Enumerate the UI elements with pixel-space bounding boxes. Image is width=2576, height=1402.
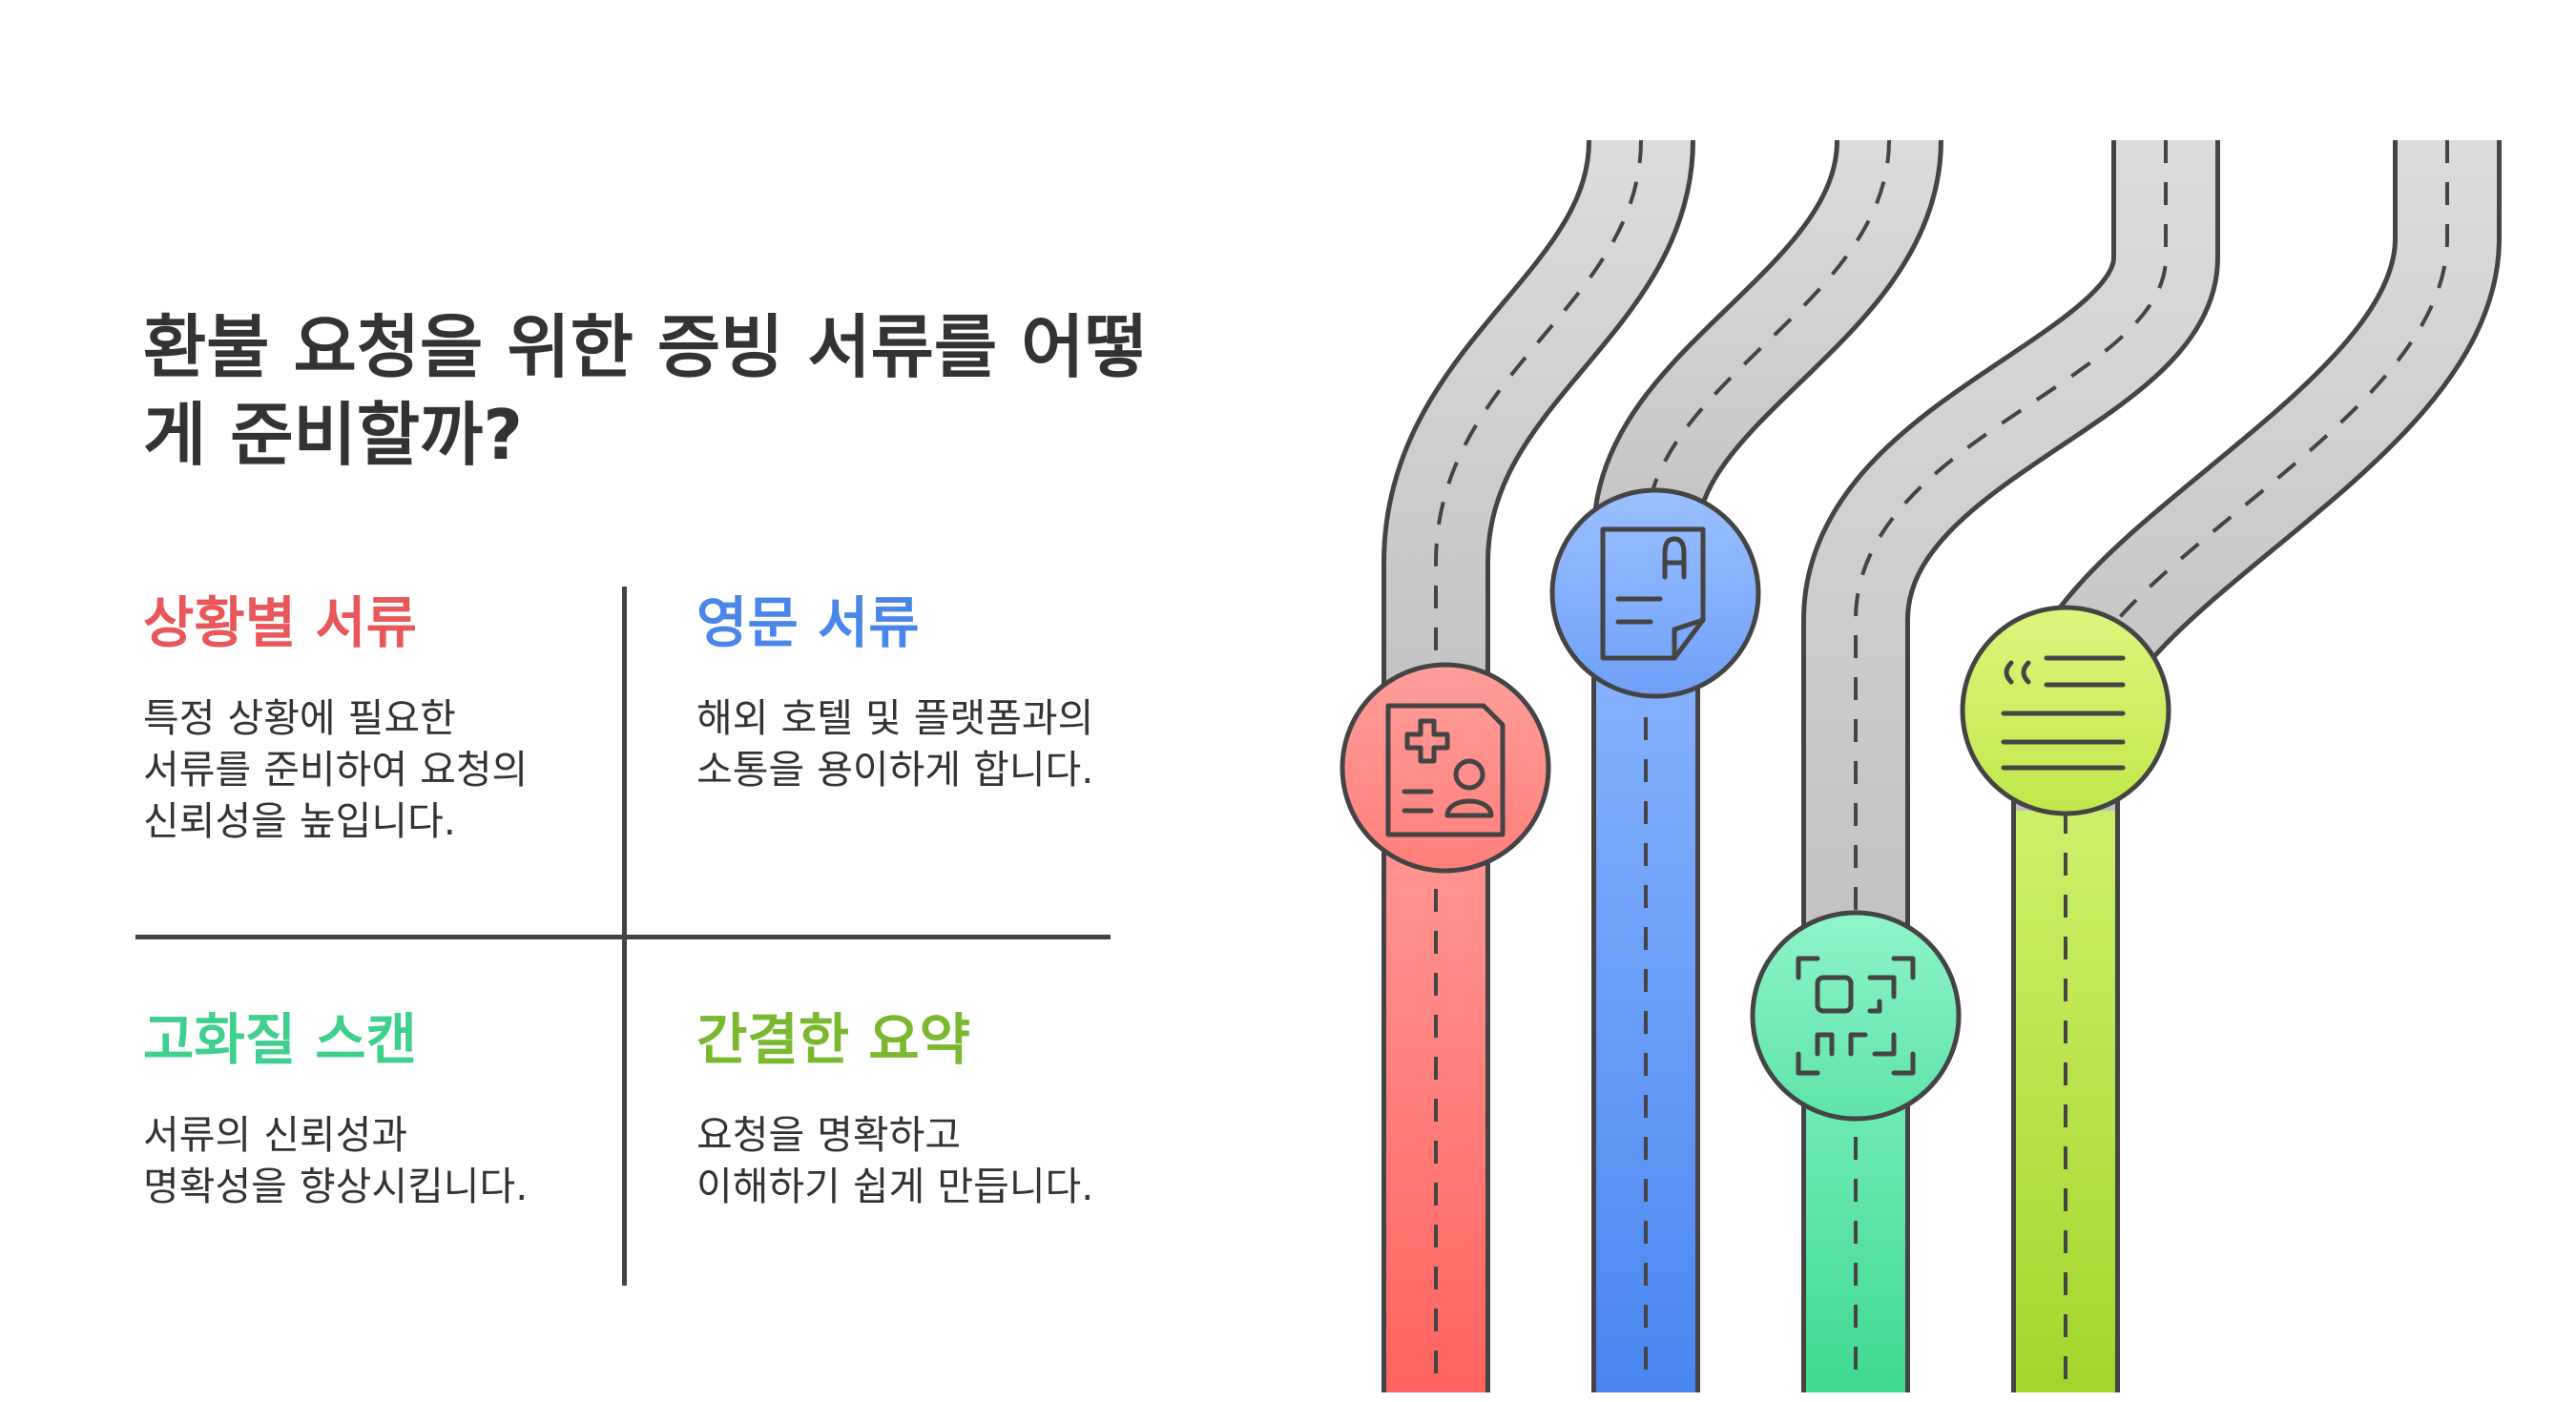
road-blue: [1591, 137, 1943, 1392]
quadrant-description: 서류의 신뢰성과 명확성을 향상시킵니다.: [143, 1112, 529, 1209]
medical-document-icon: [1340, 662, 1551, 874]
quadrant-heading: 고화질 스캔: [143, 1007, 417, 1072]
quadrant-english-documents: 영문 서류 해외 호텔 및 플랫폼과의 소통을 용이하게 합니다.: [696, 589, 1116, 795]
quadrant-description: 특정 상황에 필요한 서류를 준비하여 요청의 신뢰성을 높입니다.: [143, 695, 529, 844]
horizontal-divider: [135, 935, 1111, 939]
qr-scan-icon: [1750, 910, 1962, 1122]
quadrant-heading: 간결한 요약: [696, 1007, 970, 1072]
quadrant-heading: 상황별 서류: [143, 590, 417, 655]
quadrant-situational-documents: 상황별 서류 특정 상황에 필요한 서류를 준비하여 요청의 신뢰성을 높입니다…: [143, 589, 563, 847]
quadrant-description: 해외 호텔 및 플랫폼과의 소통을 용이하게 합니다.: [696, 695, 1094, 793]
quote-summary-icon: [1960, 605, 2171, 816]
document-letter-a-icon: [1549, 487, 1761, 699]
quadrant-concise-summary: 간결한 요약 요청을 명확하고 이해하기 쉽게 만듭니다.: [696, 1006, 1116, 1212]
page-title: 환불 요청을 위한 증빙 서류를 어떻게 준비할까?: [143, 307, 1148, 475]
quadrant-high-quality-scan: 고화질 스캔 서류의 신뢰성과 명확성을 향상시킵니다.: [143, 1006, 563, 1212]
quadrant-heading: 영문 서류: [696, 590, 920, 655]
quadrant-description: 요청을 명확하고 이해하기 쉽게 만듭니다.: [696, 1112, 1094, 1209]
